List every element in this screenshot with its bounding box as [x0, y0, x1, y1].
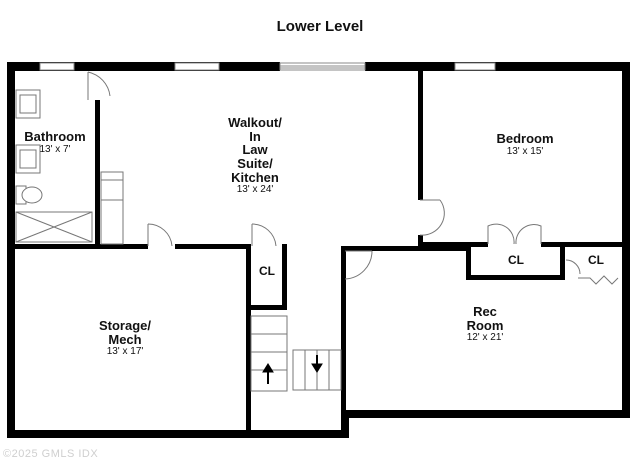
room-storage: Storage/ Mech 13' x 17' [75, 319, 175, 358]
room-walkout-name-1: Walkout/ [228, 115, 282, 130]
room-storage-dims: 13' x 17' [106, 346, 144, 358]
room-rec-name-2: Room [466, 317, 504, 333]
room-bathroom-name: Bathroom [24, 129, 86, 144]
stair-arrows [262, 355, 323, 384]
closet-rec-label: CL [588, 253, 604, 267]
room-bathroom: Bathroom 13' x 7' [12, 130, 98, 155]
room-bedroom: Bedroom 13' x 15' [470, 132, 580, 157]
room-bathroom-dims: 13' x 7' [39, 143, 71, 155]
room-bedroom-name: Bedroom [496, 131, 554, 146]
room-rec-name-1: Rec [473, 304, 497, 319]
room-walkout-dims: 13' x 24' [236, 184, 274, 196]
room-walkout-name-4: Suite/ [237, 155, 273, 171]
plan-title: Lower Level [276, 18, 364, 35]
stairs [250, 315, 342, 392]
watermark: ©2025 GMLS IDX [3, 448, 99, 460]
room-rec-dims: 12' x 21' [466, 332, 504, 344]
interior-walls [15, 70, 625, 430]
doors [87, 71, 619, 285]
room-walkout-name-2: In [249, 128, 261, 144]
exterior-walls [7, 62, 630, 438]
room-rec: Rec Room 12' x 21' [440, 305, 530, 344]
room-walkout-name-3: Law [242, 142, 268, 158]
closet-hall-label: CL [259, 264, 275, 278]
room-storage-name-1: Storage/ [98, 318, 151, 333]
room-storage-name-2: Mech [108, 331, 142, 347]
room-walkout: Walkout/ In Law Suite/ Kitchen 13' x 24' [210, 116, 300, 196]
bathroom-fixtures [15, 89, 124, 245]
room-bedroom-dims: 13' x 15' [506, 145, 544, 157]
closet-bedroom-label: CL [508, 253, 524, 267]
room-walkout-name-5: Kitchen [231, 169, 279, 185]
